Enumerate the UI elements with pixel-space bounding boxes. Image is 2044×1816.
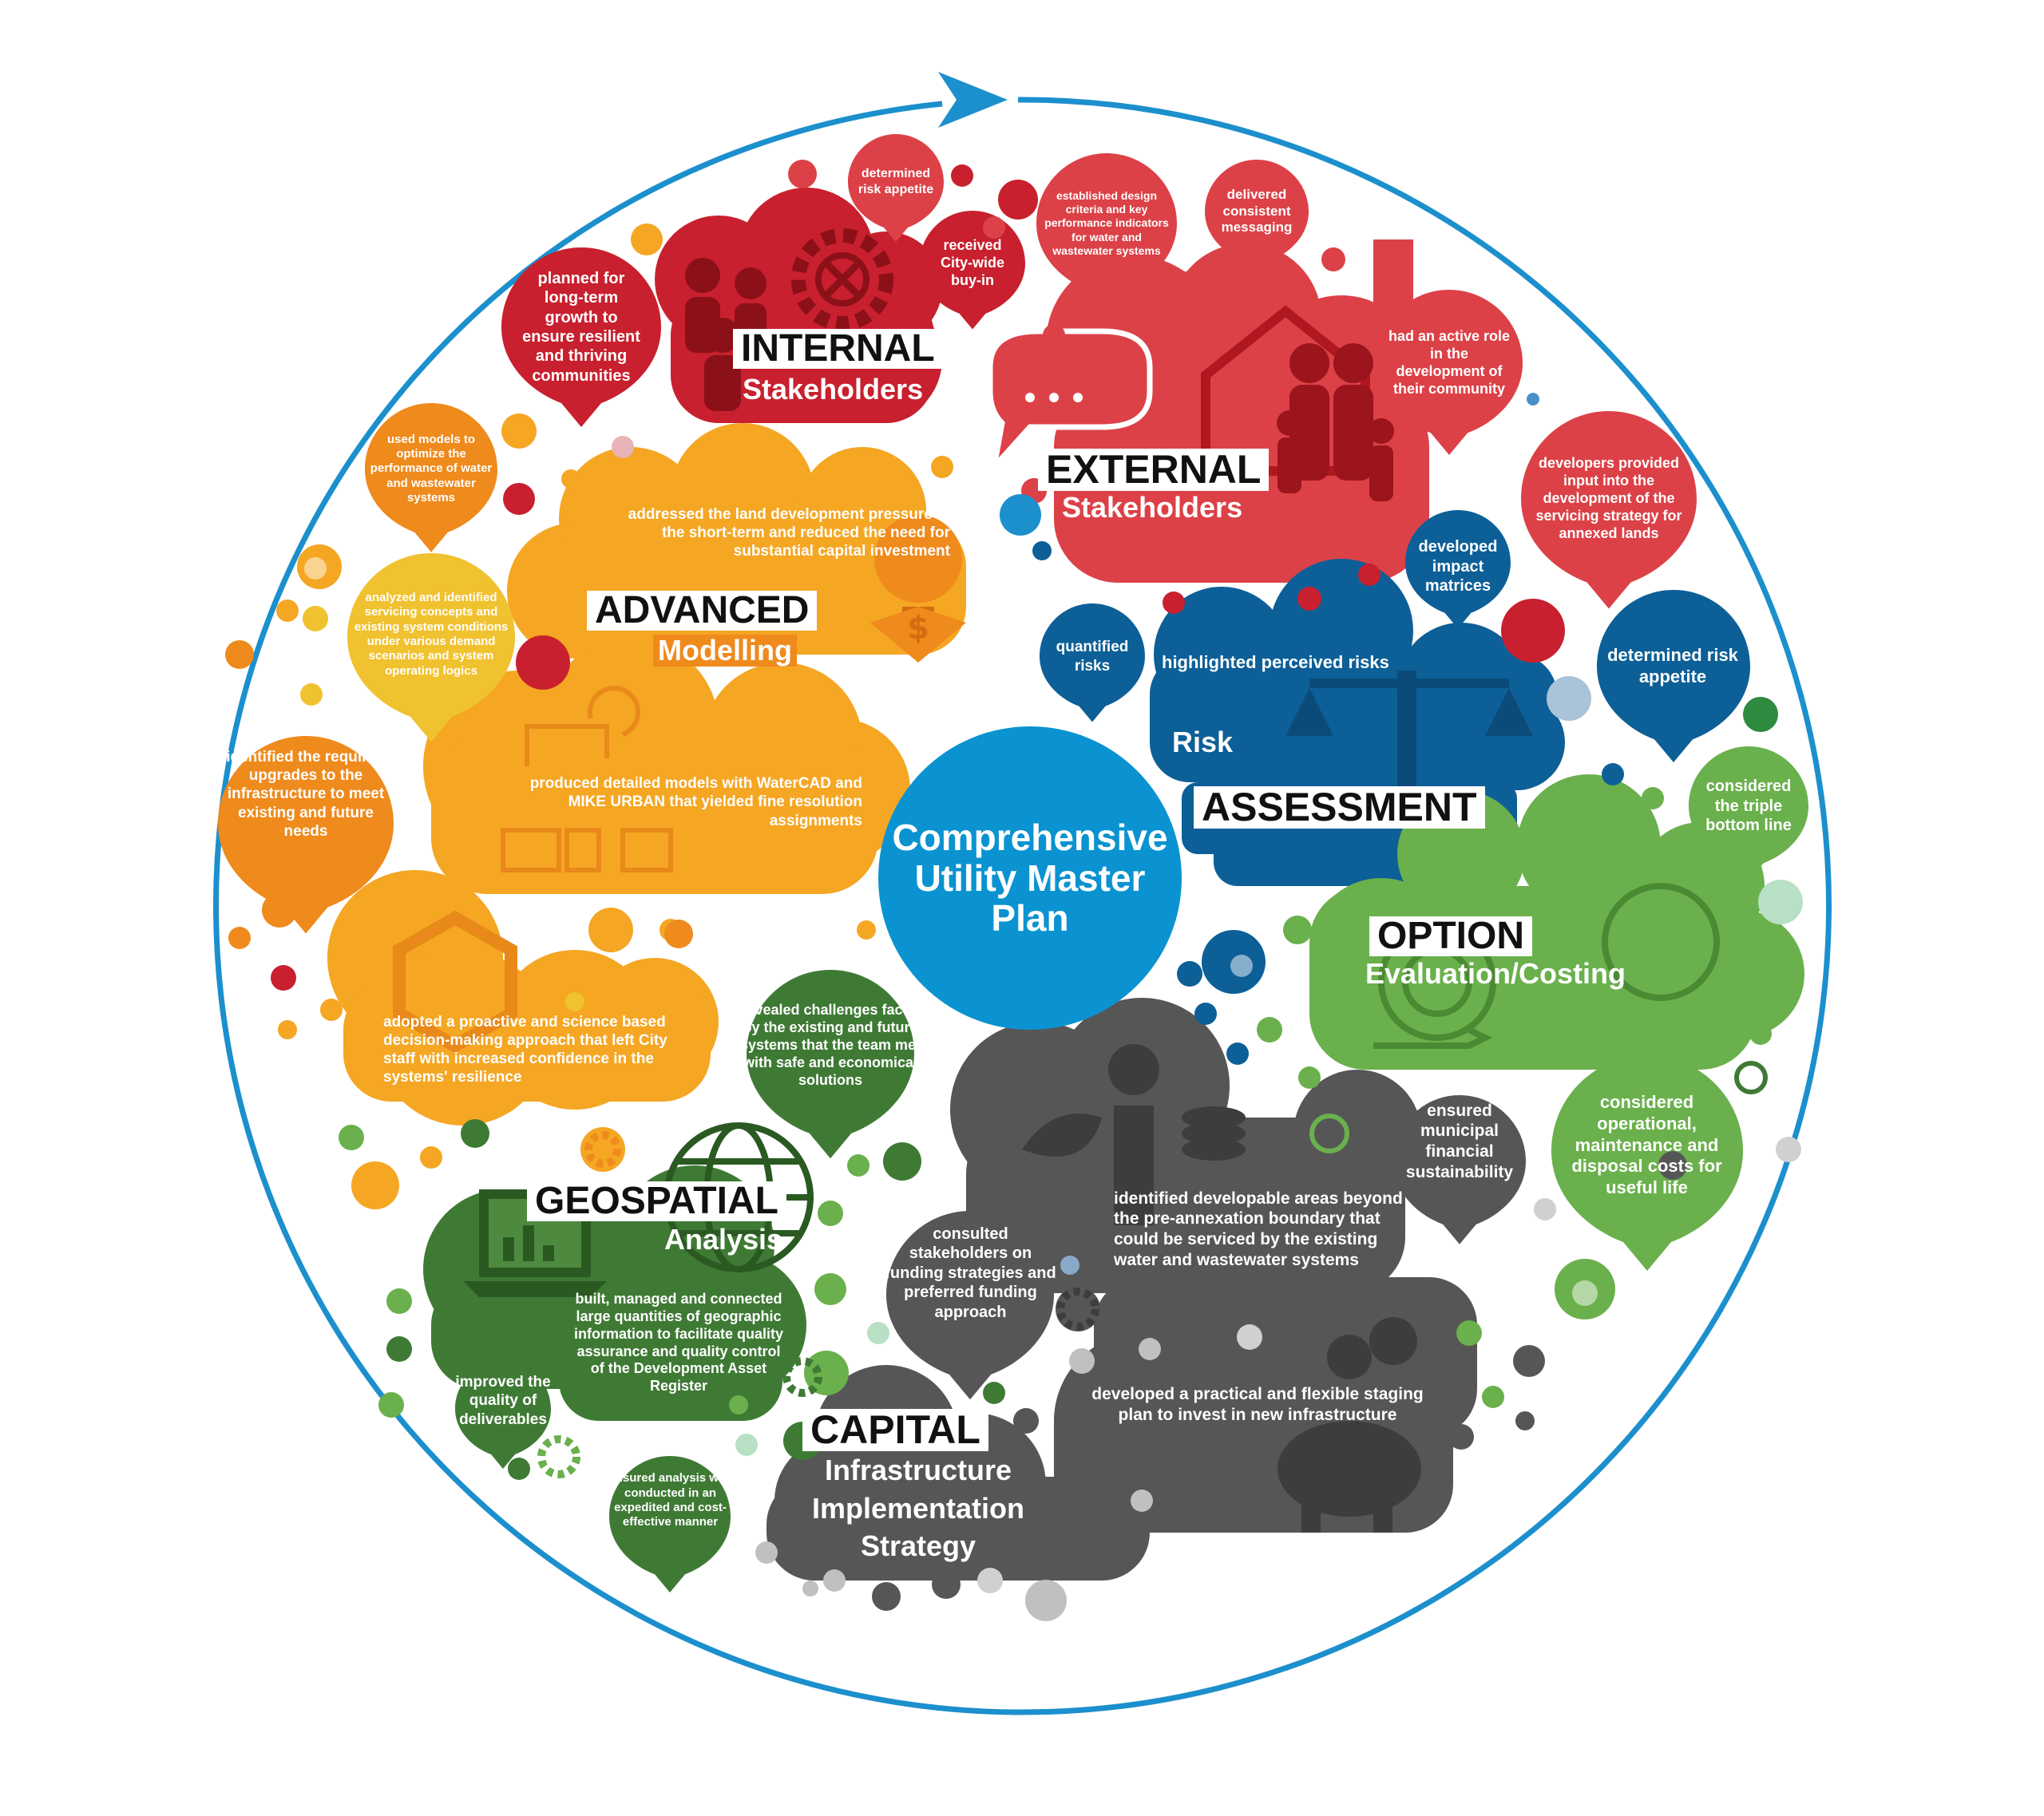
leaf-icon [1022,1044,1159,1225]
svg-text:$: $ [907,610,929,647]
piggy-bank-icon [1278,1335,1421,1533]
family-icon [1277,343,1394,501]
risk-title: ASSESSMENT [1194,786,1485,829]
bubble-ensured-financial: ensured municipal financial sustainabili… [1405,1101,1514,1181]
bubble-built: built, managed and connected large quant… [573,1290,784,1395]
capital-subtitle: Infrastructure Implementation Strategy [811,1454,1025,1563]
bubble-addressed: addressed the land development pressure … [628,505,950,560]
capital-title: CAPITAL [802,1409,988,1451]
bubble-planned: planned for long-term growth to ensure r… [522,269,640,385]
bubble-revealed: revealed challenges faced by the existin… [739,1002,921,1088]
bubble-produced: produced detailed models with WaterCAD a… [529,775,862,829]
bubble-established: established design criteria and key perf… [1044,189,1169,257]
risk-subtitle: Risk [1172,726,1234,758]
capital-cloud [766,998,1477,1581]
modelling-title: ADVANCED [587,590,818,631]
center-title: Comprehensive Utility Master Plan [892,817,1168,940]
bubble-improved: improved the quality of deliverables [455,1374,551,1428]
bubble-determined-risk: determined risk appetite [858,167,934,196]
bubble-delivered: delivered consistent messaging [1221,186,1293,235]
chain-hexagon-icon [393,910,517,1054]
bubble-staging: developed a practical and flexible stagi… [1091,1385,1424,1424]
modelling-subtitle: Modelling [653,635,797,667]
geospatial-subtitle: Analysis [664,1223,783,1256]
bubble-quantified: quantified risks [1056,639,1129,675]
internal-subtitle: Stakeholders [743,373,924,406]
option-title: OPTION [1369,916,1533,957]
center-circle [878,726,1182,1030]
bubble-developers: developers provided input into the devel… [1535,455,1682,541]
bubble-adopted: adopted a proactive and science based de… [383,1013,667,1086]
gear-icon [791,228,893,330]
bubble-consulted: consulted stakeholders on funding strate… [885,1225,1056,1321]
speech-bubble-icon [987,328,1153,477]
external-subtitle: Stakeholders [1062,491,1243,524]
cycle-arrow-icon [213,72,1832,1715]
computer-monitor-icon [501,686,673,872]
internal-title: INTERNAL [733,328,943,370]
coins-icon [1182,1106,1246,1161]
bubble-active-role: had an active role in the development of… [1388,328,1511,397]
gear-icon [537,1131,1099,1478]
bubble-identified-developable: identified developable areas beyond the … [1114,1189,1403,1269]
cloud-icon [304,557,1615,1621]
bubble-analyzed: analyzed and identified servicing concep… [354,591,509,678]
option-subtitle: Evaluation/Costing [1365,957,1626,990]
bubble-received: received City-wide buy-in [940,237,1004,288]
geospatial-title: GEOSPATIAL [527,1181,786,1222]
bubble-determined-risk-2: determined risk appetite [1607,645,1738,686]
bubble-ensured-analysis: ensured analysis was conducted in an exp… [608,1471,732,1529]
bubble-triple: considered the triple bottom line [1705,777,1792,835]
bubble-developed-impact: developed impact matrices [1418,538,1498,595]
bubble-highlighted: highlighted perceived risks [1162,651,1389,672]
clock-icon [887,1061,1768,1177]
bubble-used-models: used models to optimize the performance … [370,432,493,504]
dollar-icon: $ [870,607,966,663]
bubble-identified-upgrades: identified the required upgrades to the … [226,749,386,840]
bubble-considered-operational: considered operational, maintenance and … [1571,1091,1722,1198]
external-title: EXTERNAL [1038,449,1270,491]
